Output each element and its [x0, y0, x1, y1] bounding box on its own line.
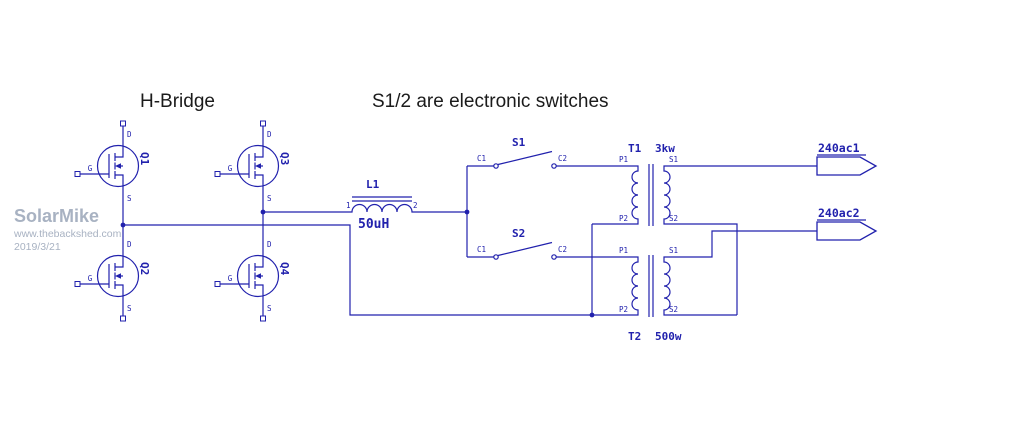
pin-label-s2: S2: [669, 214, 678, 223]
switch-contact: [551, 163, 557, 169]
inductor-pin1-label: 1: [346, 201, 351, 210]
inductor-l1: L1 50uH 1 2: [345, 178, 420, 232]
inductor-core: [352, 196, 412, 202]
switch-blade: [497, 150, 553, 166]
switch-contact: [493, 163, 499, 169]
source-pin-label: S: [267, 194, 272, 203]
junction-dot: [260, 209, 266, 215]
pin-label-p1: P1: [619, 155, 628, 164]
junction-dot: [120, 222, 126, 228]
transformer-rating: 500w: [655, 330, 682, 343]
port-240ac1: 240ac1: [816, 141, 878, 176]
transformer-t2: T2 500w P1 S1 P2 S2: [619, 246, 683, 343]
port-label: 240ac2: [818, 206, 860, 220]
mosfet-ref: Q1: [138, 152, 151, 166]
mosfet-q3: G D S Q3: [214, 120, 291, 207]
source-pin-label: S: [127, 194, 132, 203]
mosfet-q2: G D S Q2: [74, 235, 151, 322]
wire: [123, 224, 620, 316]
switch-contact: [551, 254, 557, 260]
inductor-pin2-label: 2: [413, 201, 418, 210]
drain-terminal: [120, 120, 126, 127]
switch-pin1-label: C1: [477, 245, 486, 254]
port-connector: [816, 156, 878, 176]
gate-pin-label: G: [228, 164, 233, 173]
switch-contact: [493, 254, 499, 260]
pin-label-s2: S2: [669, 305, 678, 314]
inductor-value: 50uH: [358, 217, 389, 232]
port-240ac2: 240ac2: [816, 206, 878, 241]
drain-terminal: [260, 120, 266, 127]
mosfet-q4: G D S Q4: [214, 235, 291, 322]
junction-dot: [589, 312, 595, 318]
wire: [682, 223, 738, 315]
mosfet-ref: Q2: [138, 262, 151, 275]
wire: [682, 230, 817, 258]
pin-label-s1: S1: [669, 246, 678, 255]
source-terminal: [120, 315, 126, 322]
transformer-t1: T1 3kw P1 S1 P2 S2: [619, 142, 683, 227]
switch-pin2-label: C2: [558, 245, 567, 254]
source-terminal: [260, 315, 266, 322]
watermark-name: SolarMike: [14, 206, 99, 226]
pin-label-p2: P2: [619, 305, 628, 314]
watermark-url: www.thebackshed.com: [13, 228, 122, 240]
switch-s2: S2 C1 C2: [477, 227, 567, 260]
transformer-ref: T2: [628, 330, 641, 343]
inductor-ref: L1: [366, 178, 380, 191]
pin-label-p2: P2: [619, 214, 628, 223]
drain-pin-label: D: [127, 240, 132, 249]
drain-pin-label: D: [127, 130, 132, 139]
watermark: SolarMike www.thebackshed.com 2019/3/21: [13, 206, 122, 253]
title-hbridge: H-Bridge: [140, 91, 215, 112]
transformer-ref: T1: [628, 142, 642, 155]
port-connector: [816, 221, 878, 241]
mosfet-q1: G D S Q1: [74, 120, 151, 207]
source-pin-label: S: [127, 304, 132, 313]
junction-dot: [464, 209, 470, 215]
pin-label-p1: P1: [619, 246, 628, 255]
gate-pin-label: G: [228, 274, 233, 283]
port-label: 240ac1: [818, 141, 860, 155]
switch-ref: S1: [512, 136, 526, 149]
mosfet-ref: Q4: [278, 262, 291, 276]
drain-pin-label: D: [267, 240, 272, 249]
transformer-rating: 3kw: [655, 142, 675, 155]
switch-s1: S1 C1 C2: [477, 136, 567, 169]
title-switch-note: S1/2 are electronic switches: [372, 91, 609, 112]
drain-pin-label: D: [267, 130, 272, 139]
mosfet-ref: Q3: [278, 152, 291, 165]
wires: [122, 165, 817, 316]
switch-ref: S2: [512, 227, 525, 240]
pin-label-s1: S1: [669, 155, 678, 164]
gate-pin-label: G: [88, 274, 93, 283]
switch-blade: [497, 241, 553, 257]
switch-pin2-label: C2: [558, 154, 567, 163]
junction-dots: [120, 209, 595, 318]
source-pin-label: S: [267, 304, 272, 313]
switch-pin1-label: C1: [477, 154, 486, 163]
gate-pin-label: G: [88, 164, 93, 173]
inductor-symbol: [345, 203, 420, 213]
watermark-date: 2019/3/21: [14, 241, 61, 253]
